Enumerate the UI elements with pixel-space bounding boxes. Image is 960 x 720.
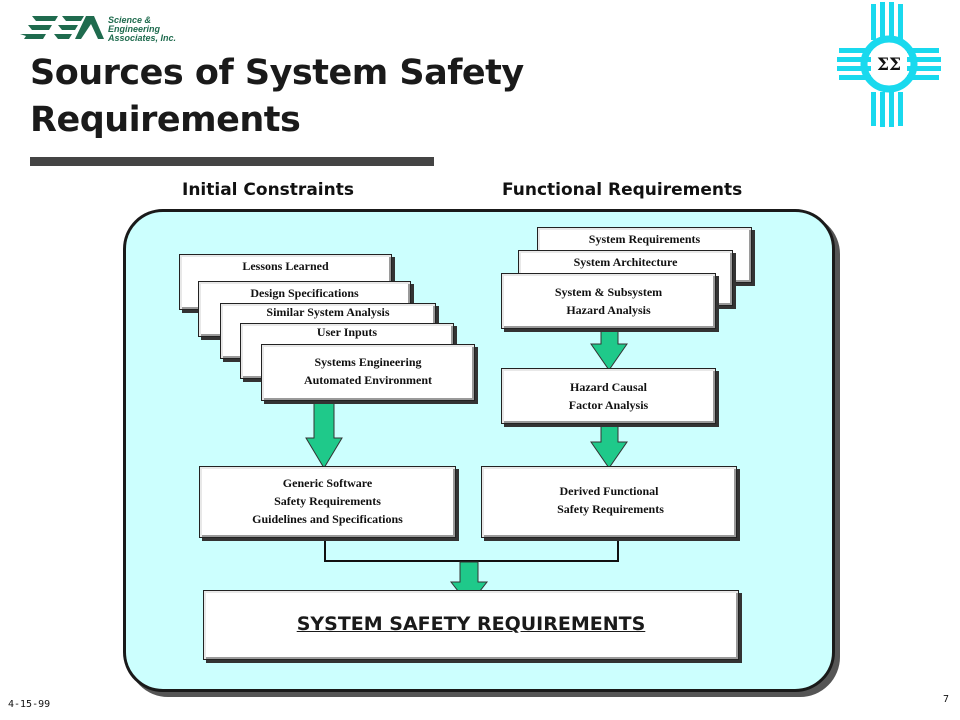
box-label: Similar System Analysis [266, 305, 390, 319]
systems-engineering-box: Systems Engineering Automated Environmen… [261, 344, 475, 401]
system-subsystem-hazard-analysis-box: System & Subsystem Hazard Analysis [501, 273, 716, 329]
company-line: Science & [108, 15, 152, 25]
title-underline-bar [30, 157, 434, 166]
footer-date: 4-15-99 [8, 699, 51, 710]
box-label: Generic Software [282, 476, 373, 490]
box-label: Design Specifications [250, 286, 359, 300]
box-label: System Architecture [573, 255, 678, 269]
initial-constraints-heading: Initial Constraints [182, 180, 354, 200]
page-number: 7 [943, 694, 950, 705]
box-label: System Requirements [588, 232, 701, 246]
box-label: Lessons Learned [242, 259, 329, 273]
company-name: Science & Engineering Associates, Inc. [108, 16, 176, 43]
arrow-down-icon [590, 423, 628, 469]
box-label: Hazard Analysis [566, 303, 651, 317]
box-label: User Inputs [316, 325, 378, 339]
functional-requirements-heading: Functional Requirements [502, 180, 743, 200]
page-title: Sources of System Safety Requirements [30, 50, 524, 144]
company-line: Engineering [108, 24, 161, 34]
arrow-down-icon [590, 330, 628, 371]
title-line-2: Requirements [30, 100, 301, 140]
merge-connector-line [324, 538, 619, 562]
box-label: Hazard Causal [569, 380, 647, 394]
final-label: SYSTEM SAFETY REQUIREMENTS [296, 613, 646, 635]
company-line: Associates, Inc. [108, 33, 177, 43]
box-label: Safety Requirements [554, 502, 664, 516]
box-label: Guidelines and Specifications [252, 512, 403, 526]
title-line-1: Sources of System Safety [30, 53, 524, 93]
box-label: Safety Requirements [274, 494, 381, 508]
arrow-down-icon [305, 399, 343, 469]
company-logo: Science & Engineering Associates, Inc. [18, 14, 178, 46]
generic-software-safety-requirements-box: Generic Software Safety Requirements Gui… [199, 466, 456, 538]
box-label: Derived Functional [559, 484, 659, 498]
sea-logo-mark [20, 16, 104, 39]
box-label: Systems Engineering [314, 355, 422, 369]
box-label: Factor Analysis [568, 398, 649, 412]
box-label: Automated Environment [303, 373, 433, 387]
sigma-symbols: ΣΣ [877, 55, 901, 75]
system-safety-requirements-box: SYSTEM SAFETY REQUIREMENTS [203, 590, 739, 660]
box-label: System & Subsystem [554, 285, 663, 299]
derived-functional-safety-requirements-box: Derived Functional Safety Requirements [481, 466, 737, 538]
hazard-causal-factor-analysis-box: Hazard Causal Factor Analysis [501, 368, 716, 424]
zia-sun-sigma-emblem: ΣΣ [837, 2, 941, 127]
